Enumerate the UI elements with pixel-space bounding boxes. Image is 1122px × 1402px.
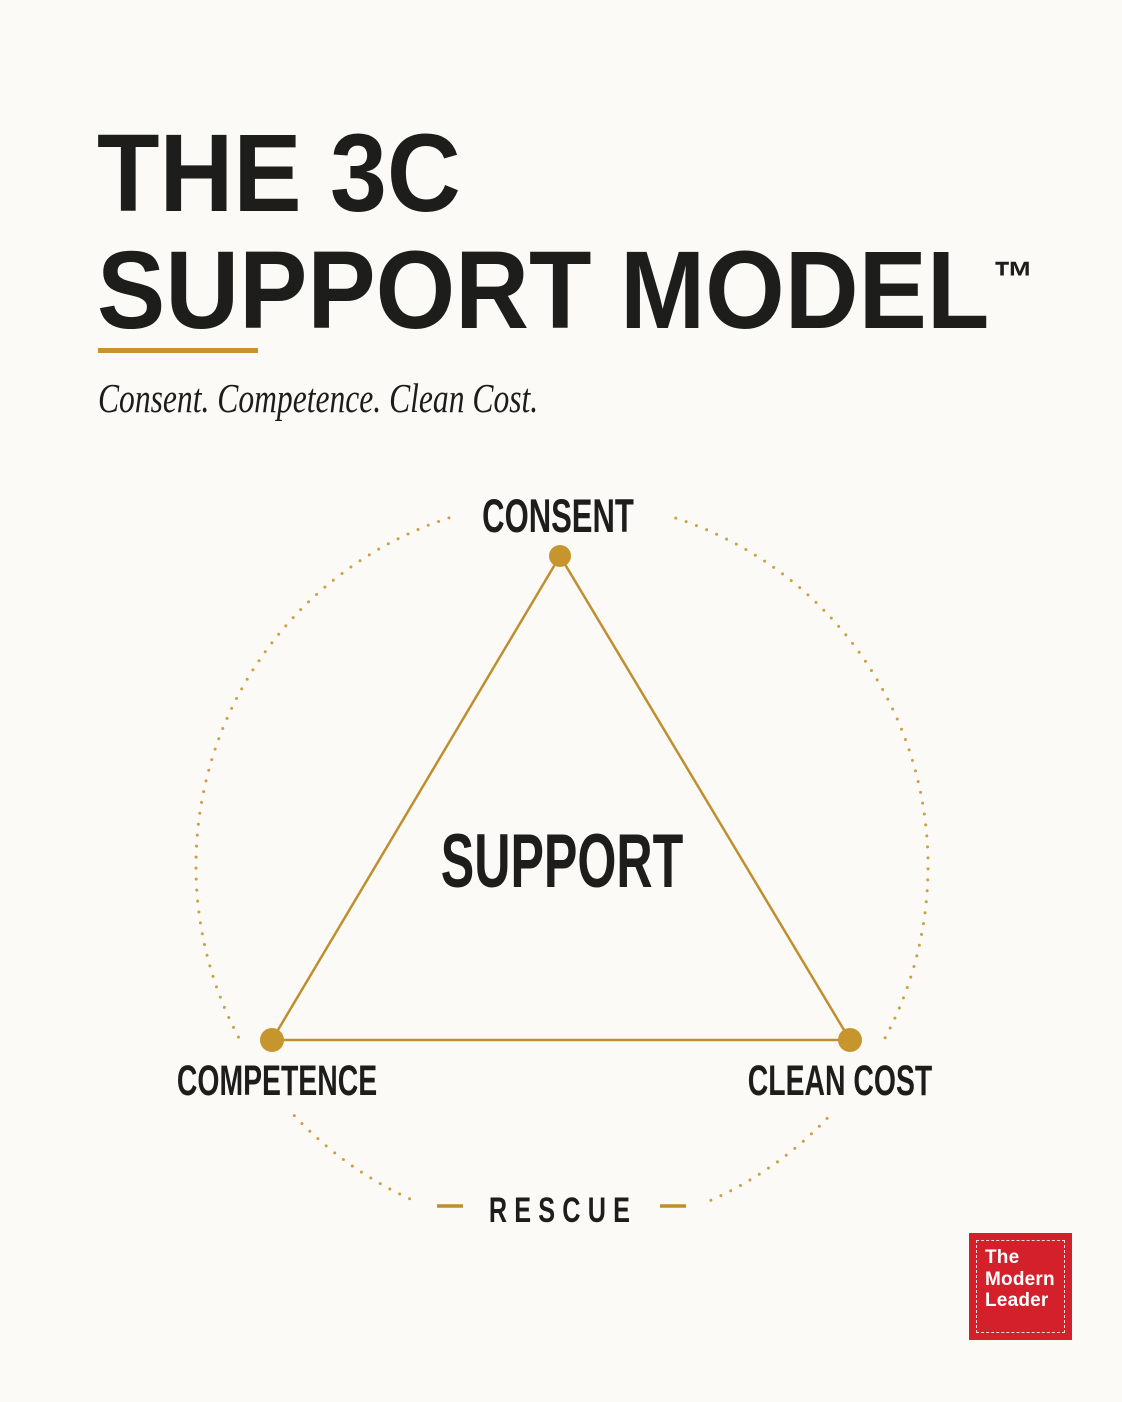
label-support: SUPPORT xyxy=(440,819,684,904)
brand-logo-text: The Modern Leader xyxy=(985,1247,1055,1311)
dotted-circle xyxy=(194,516,930,1202)
subtitle: Consent. Competence. Clean Cost. xyxy=(98,375,539,421)
brand-logo: The Modern Leader xyxy=(969,1233,1072,1340)
dotted-circle-arc-bottom-left xyxy=(292,1114,415,1202)
dotted-circle-arc-bottom-right xyxy=(709,1114,832,1202)
vertex-dot-clean-cost xyxy=(838,1028,862,1052)
label-competence: COMPETENCE xyxy=(176,1057,378,1105)
brand-logo-inner-border xyxy=(976,1240,1065,1333)
label-rescue: RESCUE xyxy=(488,1191,638,1230)
vertex-dot-competence xyxy=(260,1028,284,1052)
page-title: THE 3C SUPPORT MODEL™ xyxy=(97,112,1034,353)
page-title-line2: SUPPORT MODEL™ xyxy=(97,229,1034,353)
title-accent-rule xyxy=(98,348,258,353)
label-consent: CONSENT xyxy=(482,489,634,542)
dotted-circle-arc-right xyxy=(673,516,930,1040)
vertex-dot-consent xyxy=(549,545,571,567)
triangle-outline xyxy=(270,554,852,1042)
dotted-circle-arc-left xyxy=(194,516,451,1040)
page-title-line1: THE 3C xyxy=(97,112,461,235)
trademark-symbol: ™ xyxy=(993,253,1034,302)
label-clean-cost: CLEAN COST xyxy=(747,1057,933,1105)
